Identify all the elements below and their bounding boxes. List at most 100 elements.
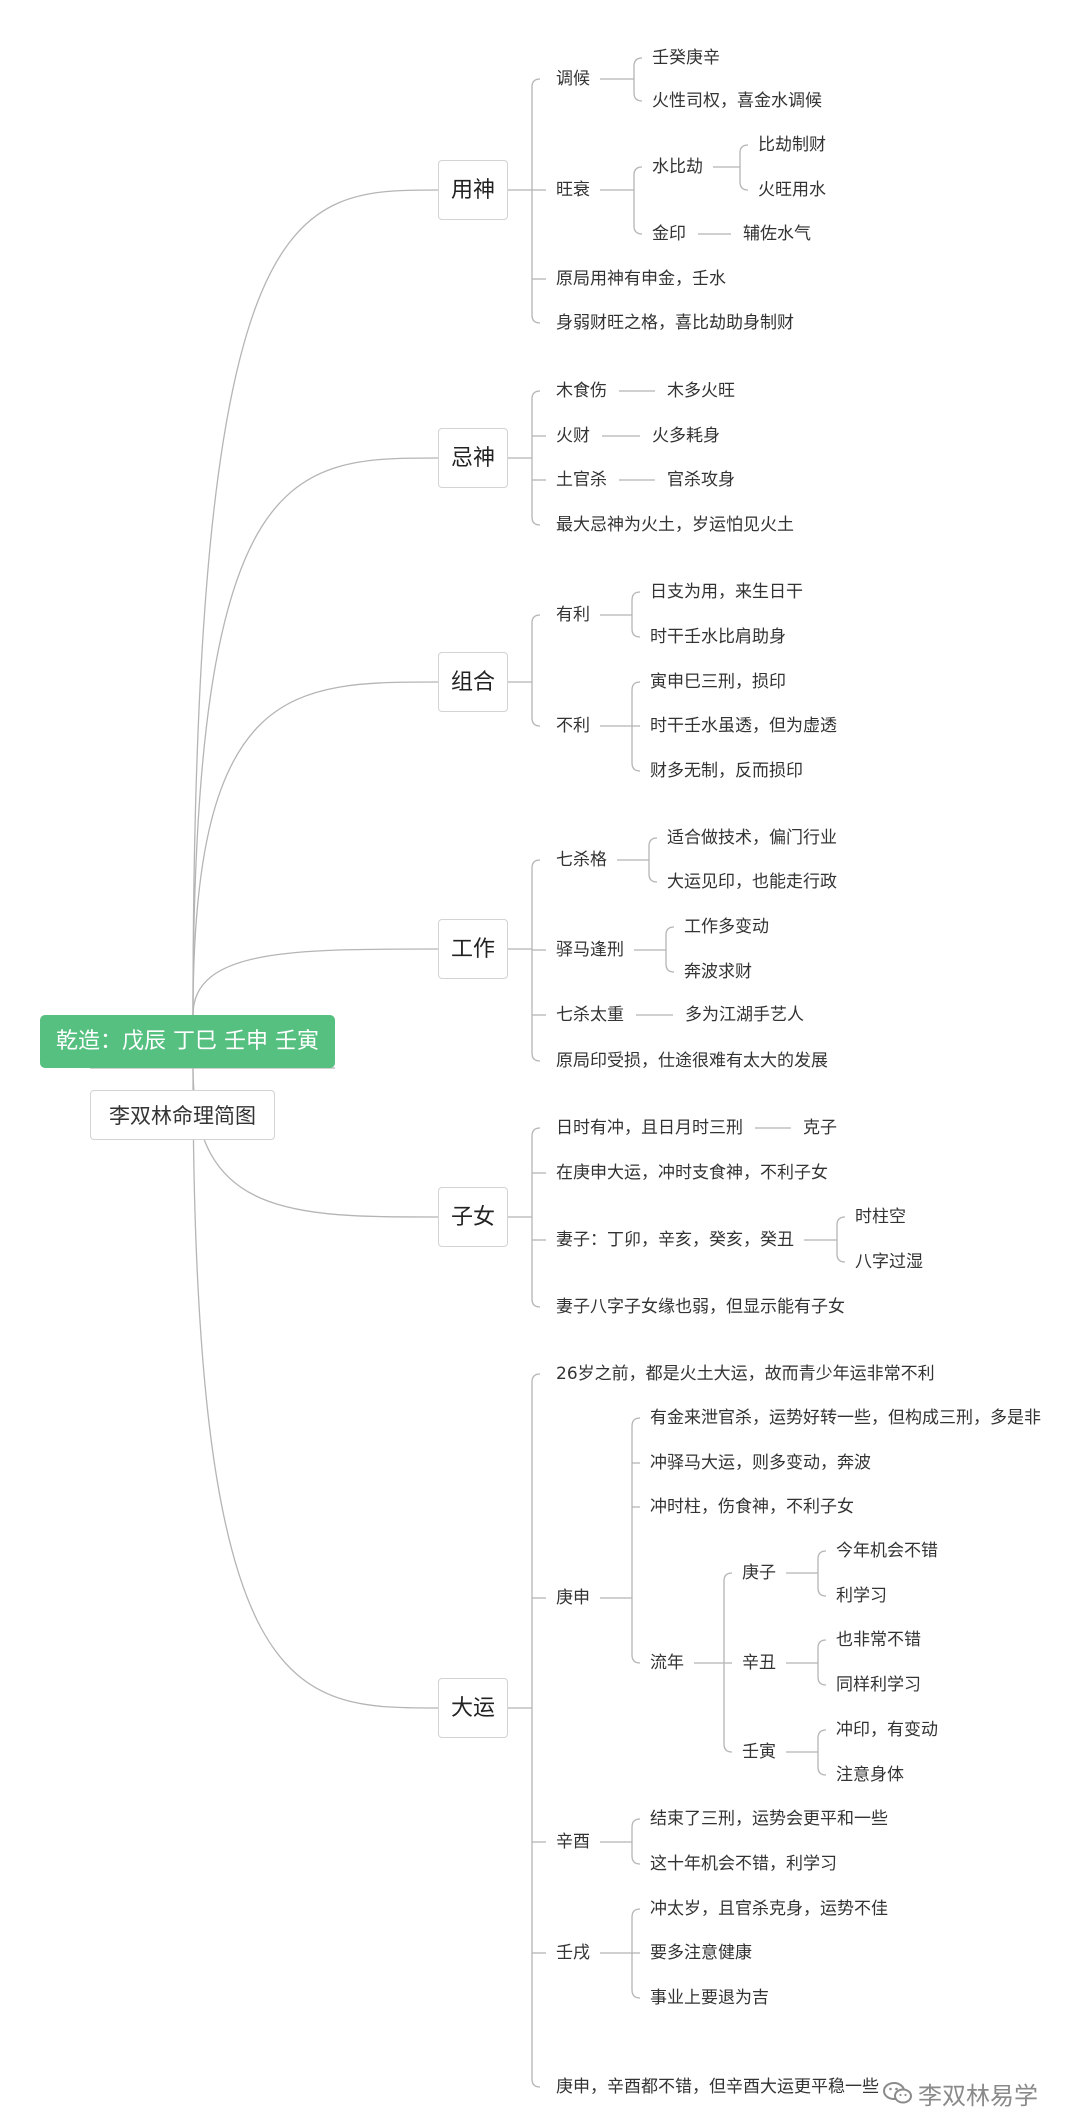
connector	[531, 614, 541, 727]
branch-5-item-2[interactable]: 辛酉	[556, 1832, 590, 1852]
branch-2-item-1[interactable]: 不利	[556, 716, 590, 736]
branch-0-item-0[interactable]: 调候	[556, 69, 590, 89]
root-title: 乾造：戊辰 丁巳 壬申 壬寅	[56, 1029, 319, 1054]
connector	[192, 189, 439, 1016]
branch-3-item-2-0[interactable]: 多为江湖手艺人	[685, 1005, 804, 1025]
connector	[817, 1639, 827, 1686]
connector	[192, 1067, 439, 1709]
branch-5-item-1-3-0-1[interactable]: 利学习	[836, 1586, 887, 1606]
branch-5-item-1[interactable]: 庚申	[556, 1588, 590, 1608]
branch-5-item-1-3-0-0[interactable]: 今年机会不错	[836, 1541, 938, 1561]
branch-5-item-1-3-0[interactable]: 庚子	[742, 1563, 776, 1583]
wechat-icon	[882, 2080, 914, 2106]
branch-5-item-1-3-2[interactable]: 壬寅	[742, 1742, 776, 1762]
branch-3-item-3[interactable]: 原局印受损，仕途很难有太大的发展	[556, 1051, 828, 1071]
connector	[631, 1417, 641, 1664]
branch-0-item-1-0[interactable]: 水比劫	[652, 157, 703, 177]
branch-0-item-3[interactable]: 身弱财旺之格，喜比劫助身制财	[556, 313, 794, 333]
branch-0-item-2[interactable]: 原局用神有申金，壬水	[556, 269, 726, 289]
connector	[633, 57, 643, 102]
branch-5-item-2-1[interactable]: 这十年机会不错，利学习	[650, 1854, 837, 1874]
connector	[817, 1550, 827, 1597]
branch-5-item-1-2[interactable]: 冲时柱，伤食神，不利子女	[650, 1497, 854, 1517]
branch-5[interactable]: 大运	[438, 1678, 508, 1738]
branch-4-item-0-0[interactable]: 克子	[803, 1118, 837, 1138]
branch-4-item-0[interactable]: 日时有冲，且日月时三刑	[556, 1118, 743, 1138]
root-node[interactable]: 乾造：戊辰 丁巳 壬申 壬寅	[40, 1015, 335, 1068]
branch-1-item-3[interactable]: 最大忌神为火土，岁运怕见火土	[556, 515, 794, 535]
connector	[531, 1127, 541, 1308]
branch-5-item-3-2[interactable]: 事业上要退为吉	[650, 1988, 769, 2008]
connector	[631, 591, 641, 638]
branch-2-item-1-1[interactable]: 时干壬水虽透，但为虚透	[650, 716, 837, 736]
branch-2-item-1-2[interactable]: 财多无制，反而损印	[650, 761, 803, 781]
branch-3-item-0-1[interactable]: 大运见印，也能走行政	[667, 872, 837, 892]
branch-4[interactable]: 子女	[438, 1187, 508, 1247]
connector	[192, 681, 439, 1016]
branch-1-item-1[interactable]: 火财	[556, 426, 590, 446]
branch-0-item-0-1[interactable]: 火性司权，喜金水调候	[652, 91, 822, 111]
branch-5-item-1-3-2-0[interactable]: 冲印，有变动	[836, 1720, 938, 1740]
branch-5-item-1-3-1-1[interactable]: 同样利学习	[836, 1675, 921, 1695]
branch-3[interactable]: 工作	[438, 919, 508, 979]
branch-1-item-1-0[interactable]: 火多耗身	[652, 426, 720, 446]
watermark-text: 李双林易学	[918, 2082, 1038, 2110]
branch-5-item-1-3-1[interactable]: 辛丑	[742, 1653, 776, 1673]
connector	[648, 837, 658, 883]
branch-2-item-1-0[interactable]: 寅申巳三刑，损印	[650, 672, 786, 692]
branch-3-item-2[interactable]: 七杀太重	[556, 1005, 624, 1025]
branch-0-item-1-1-0[interactable]: 辅佐水气	[743, 224, 811, 244]
connector	[631, 1818, 641, 1865]
branch-5-item-4[interactable]: 庚申，辛酉都不错，但辛酉大运更平稳一些	[556, 2077, 879, 2097]
branch-1-item-2[interactable]: 土官杀	[556, 470, 607, 490]
connector	[192, 457, 439, 1016]
branch-5-item-3-1[interactable]: 要多注意健康	[650, 1943, 752, 1963]
root-subtitle-box: 李双林命理简图	[90, 1090, 275, 1140]
branch-5-item-1-3-2-1[interactable]: 注意身体	[836, 1765, 904, 1785]
branch-0-item-1-0-0[interactable]: 比劫制财	[758, 135, 826, 155]
branch-5-item-3[interactable]: 壬戌	[556, 1943, 590, 1963]
branch-1-item-0[interactable]: 木食伤	[556, 381, 607, 401]
branch-5-item-1-3-1-0[interactable]: 也非常不错	[836, 1630, 921, 1650]
connector	[836, 1216, 846, 1263]
branch-3-item-1[interactable]: 驿马逢刑	[556, 940, 624, 960]
branch-4-item-2[interactable]: 妻子：丁卯，辛亥，癸亥，癸丑	[556, 1230, 794, 1250]
connector	[531, 78, 541, 324]
branch-4-item-2-1[interactable]: 八字过湿	[855, 1252, 923, 1272]
connector	[739, 144, 749, 191]
branch-0-item-1-1[interactable]: 金印	[652, 224, 686, 244]
branch-3-item-0[interactable]: 七杀格	[556, 850, 607, 870]
branch-2-item-0-1[interactable]: 时干壬水比肩助身	[650, 627, 786, 647]
connector	[531, 390, 541, 526]
branch-1-item-2-0[interactable]: 官杀攻身	[667, 470, 735, 490]
connector	[633, 166, 643, 235]
branch-3-item-0-0[interactable]: 适合做技术，偏门行业	[667, 828, 837, 848]
branch-2[interactable]: 组合	[438, 652, 508, 712]
connector	[531, 859, 541, 1062]
branch-5-item-0[interactable]: 26岁之前，都是火土大运，故而青少年运非常不利	[556, 1364, 935, 1384]
root-subtitle: 李双林命理简图	[109, 1104, 256, 1128]
branch-5-item-3-0[interactable]: 冲太岁，且官杀克身，运势不佳	[650, 1899, 888, 1919]
branch-5-item-2-0[interactable]: 结束了三刑，运势会更平和一些	[650, 1809, 888, 1829]
connector	[192, 948, 439, 1016]
branch-1-item-0-0[interactable]: 木多火旺	[667, 381, 735, 401]
branch-4-item-3[interactable]: 妻子八字子女缘也弱，但显示能有子女	[556, 1297, 845, 1317]
connector	[665, 926, 675, 973]
branch-0[interactable]: 用神	[438, 160, 508, 220]
branch-0-item-1-0-1[interactable]: 火旺用水	[758, 180, 826, 200]
branch-0-item-0-0[interactable]: 壬癸庚辛	[652, 48, 720, 68]
branch-3-item-1-1[interactable]: 奔波求财	[684, 962, 752, 982]
branch-4-item-2-0[interactable]: 时柱空	[855, 1207, 906, 1227]
branch-5-item-1-1[interactable]: 冲驿马大运，则多变动，奔波	[650, 1453, 871, 1473]
branch-3-item-1-0[interactable]: 工作多变动	[684, 917, 769, 937]
connector	[531, 1373, 541, 2088]
branch-5-item-1-3[interactable]: 流年	[650, 1653, 684, 1673]
branch-4-item-1[interactable]: 在庚申大运，冲时支食神，不利子女	[556, 1163, 828, 1183]
branch-2-item-0[interactable]: 有利	[556, 605, 590, 625]
branch-0-item-1[interactable]: 旺衰	[556, 180, 590, 200]
branch-1[interactable]: 忌神	[438, 428, 508, 488]
branch-2-item-0-0[interactable]: 日支为用，来生日干	[650, 582, 803, 602]
branch-5-item-1-0[interactable]: 有金来泄官杀，运势好转一些，但构成三刑，多是非	[650, 1408, 1041, 1428]
